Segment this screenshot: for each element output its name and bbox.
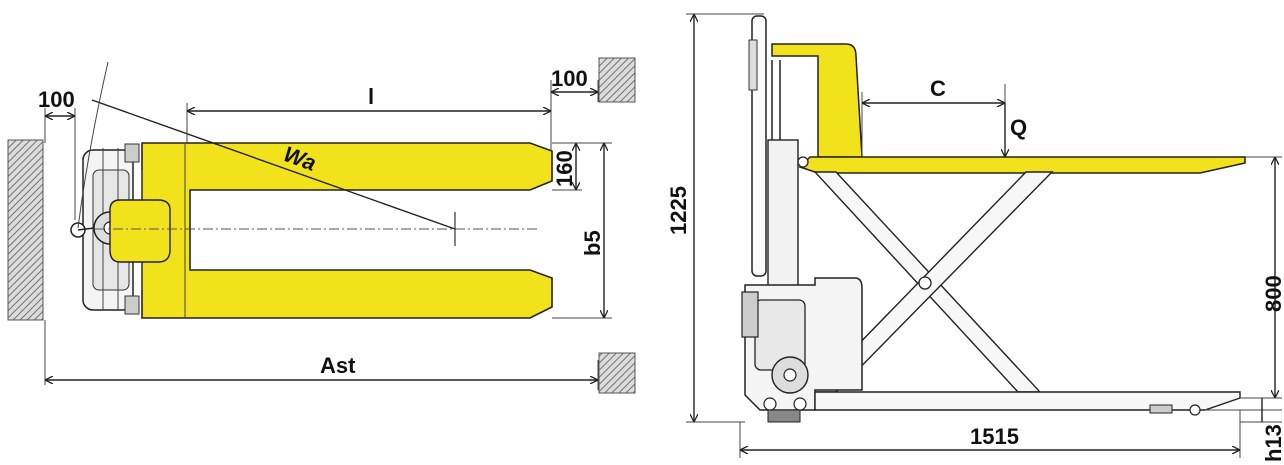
wall-bottom-right — [598, 352, 636, 394]
load-label: Q — [1010, 115, 1027, 140]
dim-left-clearance: 100 — [38, 87, 75, 112]
dim-lift-height: 800 — [1261, 275, 1284, 312]
dim-overall-length: 1515 — [970, 424, 1019, 449]
dim-right-clearance: 100 — [551, 66, 588, 91]
dim-overall-height: 1225 — [666, 186, 691, 235]
backrest — [771, 43, 863, 158]
dim-outer-width: b5 — [580, 230, 605, 256]
chassis — [741, 277, 863, 423]
dim-fork-width: 160 — [552, 150, 577, 187]
lower-fork — [814, 391, 1241, 411]
dim-aisle-width: Ast — [320, 353, 356, 378]
side-view: 1225 — [666, 13, 1284, 462]
tiller-handle — [748, 15, 799, 291]
fork-frame — [141, 142, 553, 319]
dim-lowered-height: h13 — [1261, 424, 1284, 462]
wall-left — [7, 139, 44, 321]
wall-top-right — [598, 57, 636, 103]
top-view: 100 l 100 160 b5 Wa Ast — [7, 57, 636, 394]
dim-fork-length: l — [368, 84, 374, 109]
lift-platform — [798, 156, 1246, 174]
dim-load-center: C — [930, 76, 946, 101]
